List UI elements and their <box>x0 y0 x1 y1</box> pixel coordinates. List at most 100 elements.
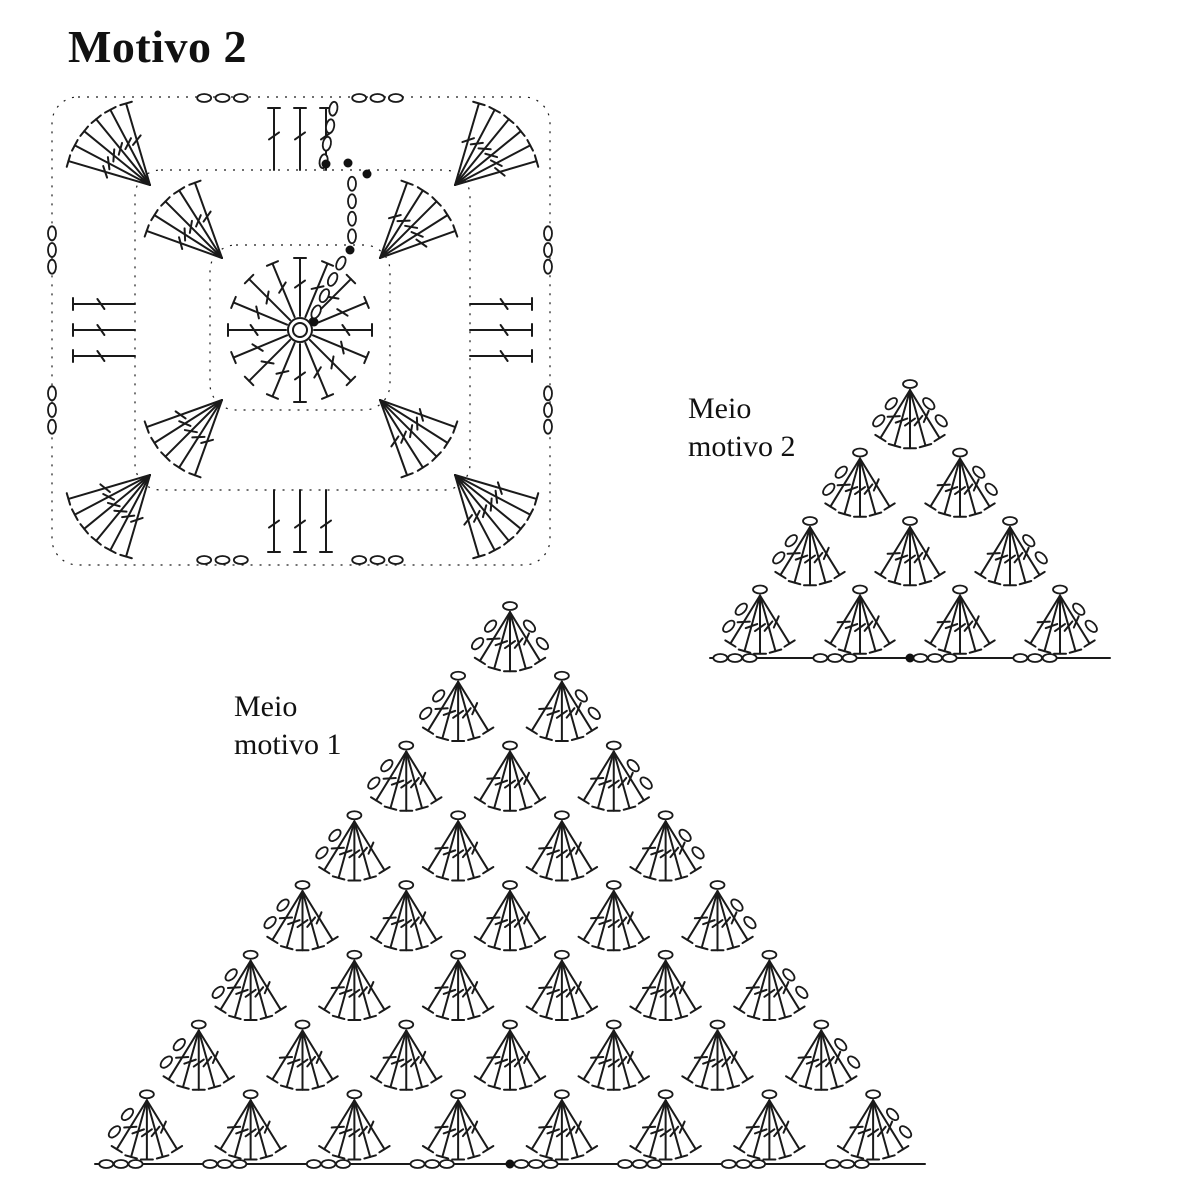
chain-symbol <box>503 602 517 610</box>
chain-symbol <box>336 1160 350 1168</box>
double-crochet-symbol <box>860 459 895 510</box>
double-crochet-symbol <box>614 891 649 943</box>
double-crochet-symbol <box>215 1100 250 1152</box>
double-crochet-symbol <box>666 1100 701 1152</box>
double-crochet-symbol <box>423 961 458 1013</box>
double-crochet-symbol <box>268 490 280 552</box>
double-crochet-symbol <box>666 961 701 1013</box>
chain-symbol <box>192 1021 206 1029</box>
chain-symbol <box>451 951 465 959</box>
chain-symbol <box>275 897 291 913</box>
double-crochet-symbol <box>825 596 860 647</box>
double-crochet-symbol <box>354 821 389 873</box>
chain-symbol <box>451 1090 465 1098</box>
chain-symbol <box>529 1160 543 1168</box>
double-crochet-symbol <box>470 324 532 336</box>
double-crochet-symbol <box>423 821 458 873</box>
double-crochet-symbol <box>231 297 287 325</box>
double-crochet-symbol <box>251 1100 286 1152</box>
chain-symbol <box>544 420 552 434</box>
chain-symbol <box>203 1160 217 1168</box>
chain-symbol <box>159 1054 175 1070</box>
chain-symbol <box>903 517 917 525</box>
slip-stitch-dot <box>310 318 319 327</box>
chain-symbol <box>743 654 757 662</box>
chain-symbol <box>440 1160 454 1168</box>
chain-symbol <box>216 556 230 564</box>
chain-symbol <box>971 464 987 480</box>
double-crochet-symbol <box>423 1100 458 1152</box>
double-crochet-symbol <box>371 1031 406 1083</box>
chain-symbol <box>753 586 767 594</box>
double-crochet-symbol <box>470 350 532 362</box>
double-crochet-symbol <box>268 108 280 170</box>
double-crochet-symbol <box>510 891 545 943</box>
chain-symbol <box>555 811 569 819</box>
chain-symbol <box>855 1160 869 1168</box>
chain-symbol <box>1033 550 1049 566</box>
chain-symbol <box>234 94 248 102</box>
chain-symbol <box>262 915 278 931</box>
chain-symbol <box>210 985 226 1001</box>
chain-symbol <box>503 1021 517 1029</box>
chain-symbol <box>928 654 942 662</box>
chain-symbol <box>48 260 56 274</box>
chain-symbol <box>633 1160 647 1168</box>
chain-symbol <box>120 1107 136 1123</box>
chain-symbol <box>544 226 552 240</box>
double-crochet-symbol <box>510 1031 545 1083</box>
double-crochet-symbol <box>228 324 286 336</box>
chain-symbol <box>172 1037 188 1053</box>
chain-symbol <box>347 1090 361 1098</box>
double-crochet-symbol <box>718 1031 753 1083</box>
chain-symbol <box>216 94 230 102</box>
double-crochet-symbol <box>161 197 222 258</box>
slip-stitch-dot <box>346 246 355 255</box>
chain-symbol <box>232 1160 246 1168</box>
chain-symbol <box>783 533 799 549</box>
double-crochet-symbol <box>475 891 510 943</box>
chain-symbol <box>451 672 465 680</box>
chain-symbol <box>431 688 447 704</box>
chain-symbol <box>326 271 339 287</box>
chain-symbol <box>334 255 347 271</box>
chain-symbol <box>840 1160 854 1168</box>
chain-symbol <box>244 951 258 959</box>
chain-symbol <box>114 1160 128 1168</box>
chain-symbol <box>853 449 867 457</box>
double-crochet-symbol <box>354 961 389 1013</box>
chain-symbol <box>48 386 56 400</box>
double-crochet-symbol <box>320 490 332 552</box>
double-crochet-symbol <box>380 400 441 461</box>
half-motif-2-label-line2: motivo 2 <box>688 428 796 466</box>
chain-symbol <box>483 618 499 634</box>
chain-symbol <box>425 1160 439 1168</box>
double-crochet-symbol <box>975 527 1010 578</box>
double-crochet-symbol <box>267 343 295 399</box>
double-crochet-symbol <box>810 527 845 578</box>
chain-symbol <box>544 386 552 400</box>
double-crochet-symbol <box>305 343 333 399</box>
chain-symbol <box>833 1037 849 1053</box>
chain-symbol <box>399 1021 413 1029</box>
chain-symbol <box>903 380 917 388</box>
double-crochet-symbol <box>310 340 355 385</box>
chain-symbol <box>544 403 552 417</box>
half-motif-1-label-line1: Meio <box>234 688 342 726</box>
double-crochet-symbol <box>319 1100 354 1152</box>
double-crochet-symbol <box>294 108 306 170</box>
double-crochet-symbol <box>380 400 451 448</box>
double-crochet-symbol <box>579 891 614 943</box>
double-crochet-symbol <box>380 181 413 258</box>
double-crochet-symbol <box>380 225 457 258</box>
slip-stitch-dot <box>363 170 372 179</box>
double-crochet-symbol <box>925 459 960 510</box>
chain-symbol <box>659 951 673 959</box>
double-crochet-symbol <box>562 961 597 1013</box>
chain-symbol <box>321 1160 335 1168</box>
chain-symbol <box>762 951 776 959</box>
chain-symbol <box>794 985 810 1001</box>
double-crochet-symbol <box>380 400 413 477</box>
double-crochet-symbol <box>145 225 222 258</box>
double-crochet-symbol <box>614 1031 649 1083</box>
